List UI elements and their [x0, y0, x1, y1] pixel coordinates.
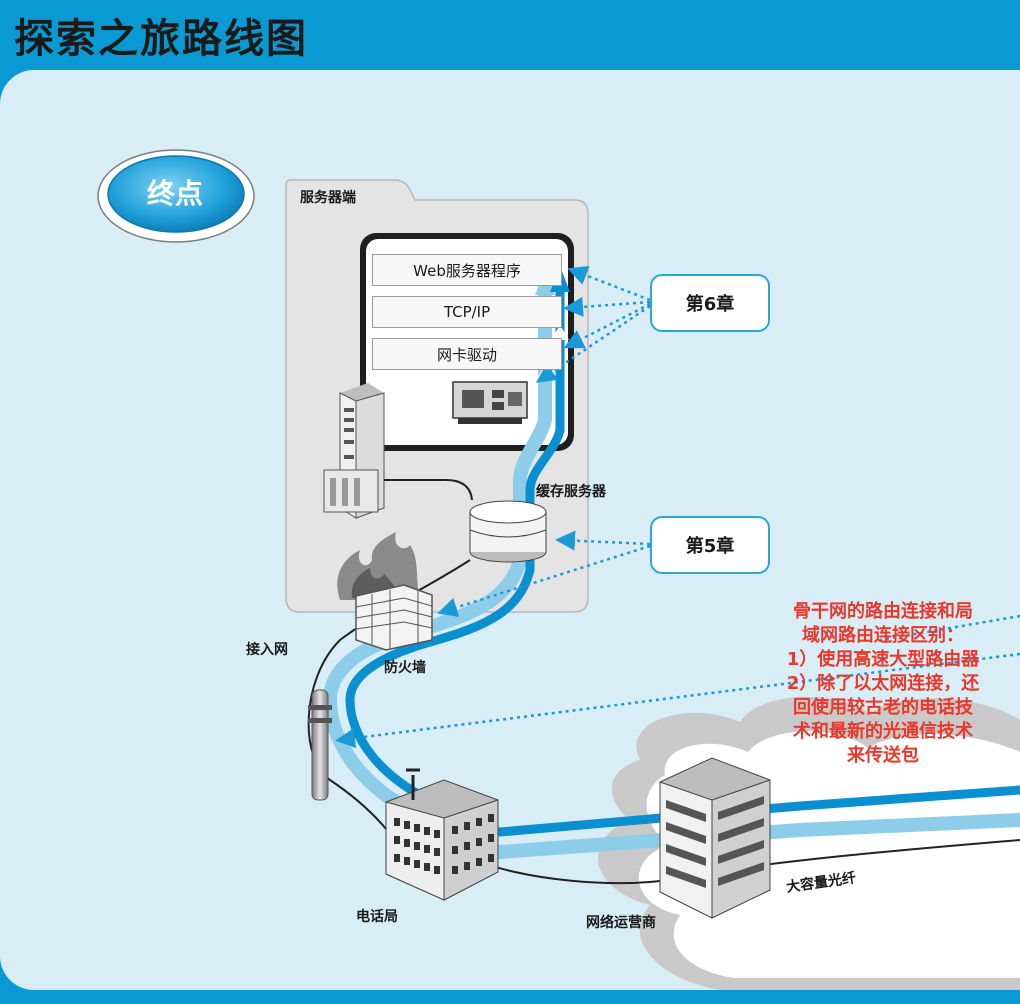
stack-web-server: Web服务器程序	[372, 254, 562, 286]
nic-card-icon	[452, 381, 528, 424]
page-title: 探索之旅路线图	[14, 16, 308, 62]
stack-nic-driver: 网卡驱动	[372, 338, 562, 370]
note-line: 术和最新的光通信技术	[793, 721, 973, 742]
backbone-note: 骨干网的路由连接和局 域网路由连接区别： 1）使用高速大型路由器 2）除了以太网…	[738, 600, 1020, 768]
isp-label: 网络运营商	[586, 915, 656, 931]
telephone-office-building	[385, 768, 499, 901]
server-tower-icon	[323, 383, 385, 519]
stack-tcpip: TCP/IP	[372, 296, 562, 328]
telephone-office-label: 电话局	[356, 909, 398, 925]
backbone-pointers	[335, 614, 1020, 749]
endpoint-label: 终点	[146, 177, 203, 210]
note-line: 回使用较古老的电话技	[793, 697, 973, 718]
note-line: 2）除了以太网连接，还	[786, 673, 980, 694]
isp-building	[659, 757, 771, 919]
access-network-label: 接入网	[246, 642, 288, 658]
chapter5-pointers	[437, 530, 651, 617]
note-line: 骨干网的路由连接和局	[793, 601, 973, 622]
packet-path-dark	[345, 275, 1020, 837]
firewall-icon	[337, 532, 433, 651]
note-line: 域网路由连接区别：	[802, 625, 964, 646]
endpoint-badge	[97, 149, 255, 243]
cache-server-icon	[469, 500, 547, 563]
header-bar: 探索之旅路线图	[0, 0, 1020, 70]
chapter6-pointers	[535, 266, 651, 383]
note-line: 1）使用高速大型路由器	[786, 649, 980, 670]
server-side-label: 服务器端	[300, 190, 356, 206]
server-cable	[384, 479, 473, 501]
telephone-pole-icon	[308, 689, 332, 801]
firewall-label: 防火墙	[384, 660, 426, 676]
chapter-6-callout: 第6章	[650, 274, 770, 332]
note-line: 来传送包	[847, 745, 919, 766]
chapter-5-callout: 第5章	[650, 516, 770, 574]
cache-server-label: 缓存服务器	[536, 484, 606, 500]
